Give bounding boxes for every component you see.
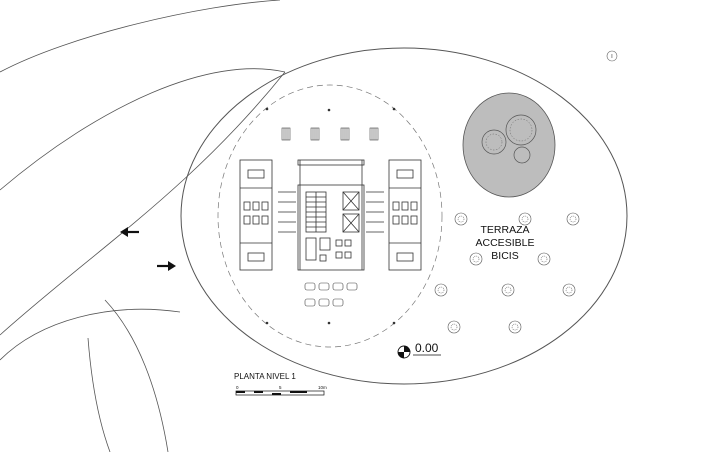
inner-dashed-ellipse xyxy=(217,84,443,348)
scale-tick-5: 5 xyxy=(279,385,282,390)
benches-top xyxy=(281,127,379,141)
entry-arrow-icon xyxy=(157,261,176,271)
terrace-label-line-3: BICIS xyxy=(491,250,518,262)
column-dots xyxy=(265,107,396,325)
level-marker: 0.00 xyxy=(397,341,441,359)
scale-tick-0: 0 xyxy=(236,385,239,390)
level-marker-label: 0.00 xyxy=(415,341,439,355)
scale-tick-10: 10m xyxy=(318,385,327,390)
plan-title: PLANTA NIVEL 1 xyxy=(234,372,296,381)
site-curves xyxy=(0,0,286,452)
left-wing xyxy=(239,159,273,271)
north-mark-label: I xyxy=(611,54,612,60)
tables-south xyxy=(304,282,358,307)
terrace-label-line-1: TERRAZA xyxy=(480,224,529,236)
outer-platform-ellipse xyxy=(180,47,628,385)
central-core xyxy=(297,159,365,271)
bike-symbols xyxy=(434,212,580,334)
planter-circle xyxy=(462,92,556,198)
terrace-label-line-2: ACCESIBLE xyxy=(476,237,535,249)
scale-bar: 0 5 10m xyxy=(235,385,327,396)
exit-arrow-icon xyxy=(120,227,139,237)
circulation-ticks xyxy=(278,191,384,233)
right-wing xyxy=(388,159,422,271)
north-mark-icon: I xyxy=(606,50,618,62)
